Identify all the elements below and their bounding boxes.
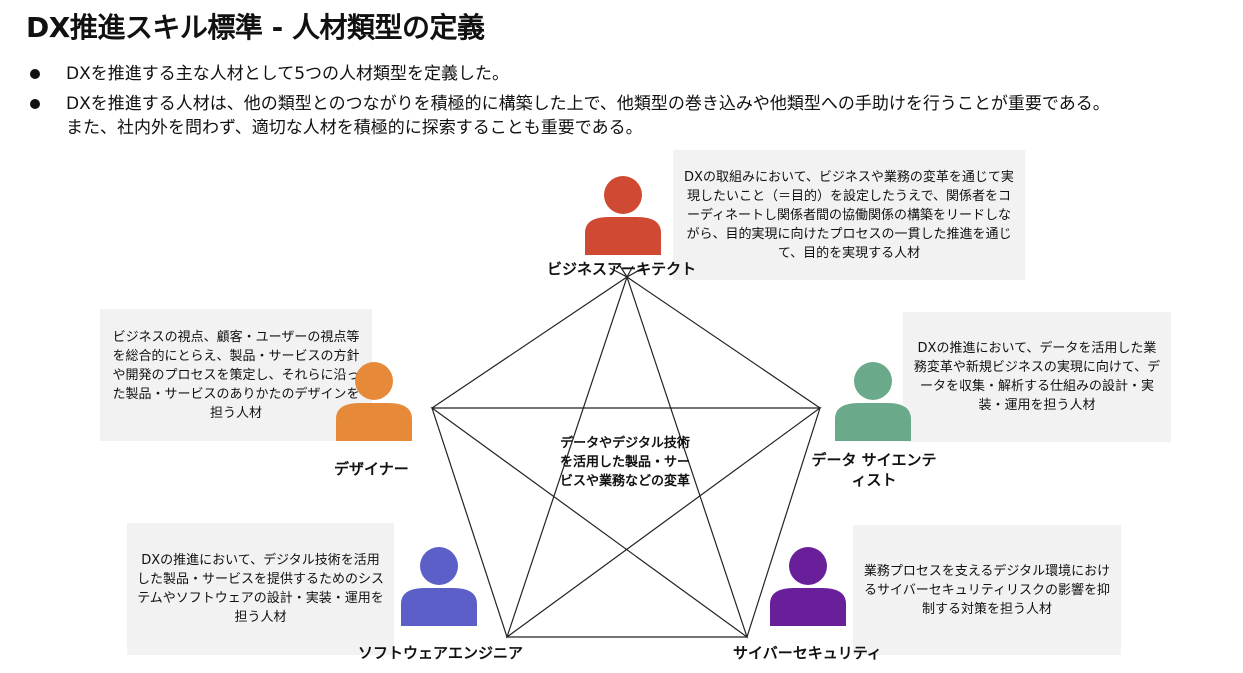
person-icon-data-scientist (835, 362, 911, 441)
role-designer: デザイナー (334, 460, 409, 478)
role-security: サイバーセキュリティ (733, 644, 882, 662)
data-scientist-description: DXの推進において、データを活用した業務変革や新規ビジネスの実現に向けて、データ… (903, 312, 1171, 442)
role-architect: ビジネスアーキテクト (547, 260, 697, 278)
bullet-1: DXを推進する主な人材として5つの人材類型を定義した。 (30, 62, 509, 86)
bullet-dot (30, 99, 40, 109)
designer-description: ビジネスの視点、顧客・ユーザーの視点等を総合的にとらえ、製品・サービスの方針や開… (100, 309, 372, 441)
person-icon-security (770, 547, 846, 626)
pentagram (430, 275, 822, 639)
engineer-description: DXの推進において、デジタル技術を活用した製品・サービスを提供するためのシステム… (127, 523, 394, 655)
pentagon (431, 276, 821, 638)
bullet-dot (30, 69, 40, 79)
page-title: DX推進スキル標準 - 人材類型の定義 (26, 11, 485, 44)
security-description: 業務プロセスを支えるデジタル環境におけるサイバーセキュリティリスクの影響を抑制す… (853, 525, 1121, 655)
person-icon-architect (585, 176, 661, 255)
role-data-scientist: データ サイエンティスト (811, 451, 937, 489)
role-engineer: ソフトウェアエンジニア (358, 644, 524, 662)
bullet-2: DXを推進する人材は、他の類型とのつながりを積極的に構築した上で、他類型の巻き込… (30, 92, 1110, 140)
center-label: データやデジタル技術を活用した製品・サービスや業務などの変革 (560, 436, 691, 489)
person-icon-engineer (401, 547, 477, 626)
person-icon-designer (336, 362, 412, 441)
architect-description: DXの取組みにおいて、ビジネスや業務の変革を通じて実現したいこと（＝目的）を設定… (673, 150, 1025, 280)
